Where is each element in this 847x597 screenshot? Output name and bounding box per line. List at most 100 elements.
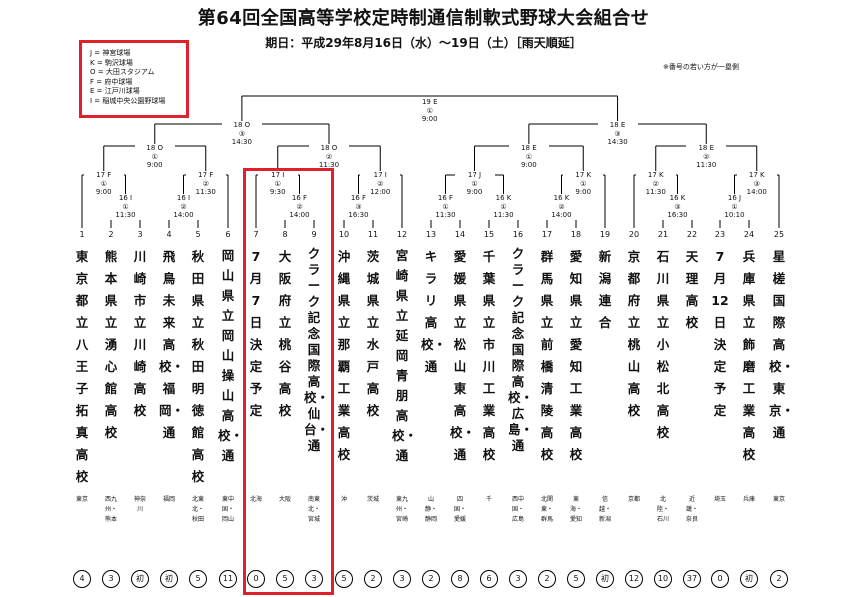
game-label-line: 14:00 [173, 211, 194, 219]
team-name: 星槎国際高校・東京・通 [769, 249, 795, 440]
appearance-count-badge: 5 [276, 570, 294, 588]
game-label-line: ③ [753, 179, 760, 188]
game-label-line: 19 E [421, 98, 438, 106]
game-label-line: ② [296, 202, 303, 211]
team-region: 西九州・熊本 [104, 496, 117, 523]
game-label-line: ③ [674, 202, 681, 211]
team-slot-number: 2 [108, 230, 114, 239]
game-label-line: 9:00 [575, 188, 592, 196]
team-name: 7月7日決定予定 [249, 249, 263, 418]
team-region: 近畿・奈良 [685, 496, 698, 523]
game-label-line: 18 E [698, 144, 715, 152]
game-label-line: 18 E [609, 121, 626, 129]
game-label-line: 16 K [669, 194, 686, 202]
game-label-line: 17 K [647, 171, 664, 179]
team-name: クラーク記念国際高校・広島・通 [508, 246, 534, 453]
game-label-line: 14:30 [607, 138, 628, 146]
game-label-line: 16 K [495, 194, 512, 202]
appearance-count-badge: 2 [364, 570, 382, 588]
team-name: 飛鳥未来高校・福岡・通 [159, 249, 185, 440]
team-region: 東京 [772, 496, 785, 503]
game-label-line: 17 K [575, 171, 592, 179]
game-label-line: ① [274, 179, 281, 188]
game-label-line: 16 I [176, 194, 191, 202]
team-region: 東京 [75, 496, 88, 503]
team-slot-number: 22 [686, 230, 698, 239]
game-label-line: 12:00 [370, 188, 391, 196]
legend-item-ota: O = 大田スタジアム [90, 68, 155, 77]
game-label-line: 11:30 [645, 188, 666, 196]
appearance-count-badge: 3 [305, 570, 323, 588]
appearance-count-badge: 初 [740, 570, 758, 588]
team-region: 兵庫 [742, 496, 755, 503]
appearance-count-badge: 10 [654, 570, 672, 588]
team-region: 南東北・宮城 [307, 496, 320, 523]
team-region: 四国・愛媛 [453, 496, 466, 523]
game-label-line: 17 J [467, 171, 482, 179]
legend-item-jingu: J = 神宮球場 [90, 49, 131, 57]
team-slot-number: 15 [483, 230, 495, 239]
game-label-line: ② [558, 202, 565, 211]
team-name: 大阪府立桃谷高校 [278, 249, 292, 418]
appearance-count-badge: 12 [625, 570, 643, 588]
game-label-line: 11:30 [195, 188, 216, 196]
team-name: 川崎市立川崎高校 [133, 249, 147, 418]
appearance-count-badge: 2 [422, 570, 440, 588]
game-label-line: ① [525, 152, 533, 161]
game-label-line: ① [442, 202, 449, 211]
team-slot-number: 9 [311, 230, 317, 239]
game-label-line: ① [500, 202, 507, 211]
appearance-count-badge: 初 [160, 570, 178, 588]
team-slot-number: 3 [137, 230, 143, 239]
team-name: 東京都立八王子拓真高校 [75, 249, 89, 484]
team-name: 天理高校 [685, 249, 699, 330]
team-slot-number: 5 [195, 230, 201, 239]
team-name: 沖縄県立那覇工業高校 [337, 249, 351, 462]
game-label-line: ① [731, 202, 738, 211]
game-label-line: ① [100, 179, 107, 188]
team-region: 東九州・宮崎 [395, 496, 408, 523]
game-label-line: 9:00 [466, 188, 483, 196]
appearance-count-badge: 5 [335, 570, 353, 588]
team-region: 千 [485, 496, 492, 503]
team-name: 新潟連合 [598, 249, 612, 330]
team-slot-number: 16 [512, 230, 524, 239]
page-title: 第64回全国高等学校定時制通信制軟式野球大会組合せ [197, 8, 650, 29]
team-name: キラリ高校・通 [421, 249, 447, 374]
game-label-line: ① [151, 152, 158, 161]
game-label-line: ② [377, 179, 384, 188]
team-slot-number: 8 [282, 230, 288, 239]
game-label-line: 14:00 [746, 188, 767, 196]
appearance-count-badge: 3 [393, 570, 411, 588]
game-label-line: ② [180, 202, 187, 211]
team-name: 石川県立小松北高校 [656, 249, 670, 440]
team-slot-number: 23 [714, 230, 726, 239]
game-label-line: 18 E [521, 144, 537, 152]
game-label-line: 17 I [373, 171, 387, 179]
appearance-count-badge: 3 [509, 570, 527, 588]
game-label-line: ② [652, 179, 659, 188]
game-label-line: 9:00 [146, 161, 163, 169]
game-label-line: 14:30 [231, 138, 252, 146]
team-region: 信越・新潟 [598, 496, 611, 523]
game-label-line: 16 I [118, 194, 133, 202]
team-region: 北海 [249, 496, 262, 503]
first-base-note: ※番号の若い方が一塁側 [663, 63, 739, 71]
team-name: 京都府立桃山高校 [627, 249, 641, 418]
game-label-line: 17 F [96, 171, 112, 179]
